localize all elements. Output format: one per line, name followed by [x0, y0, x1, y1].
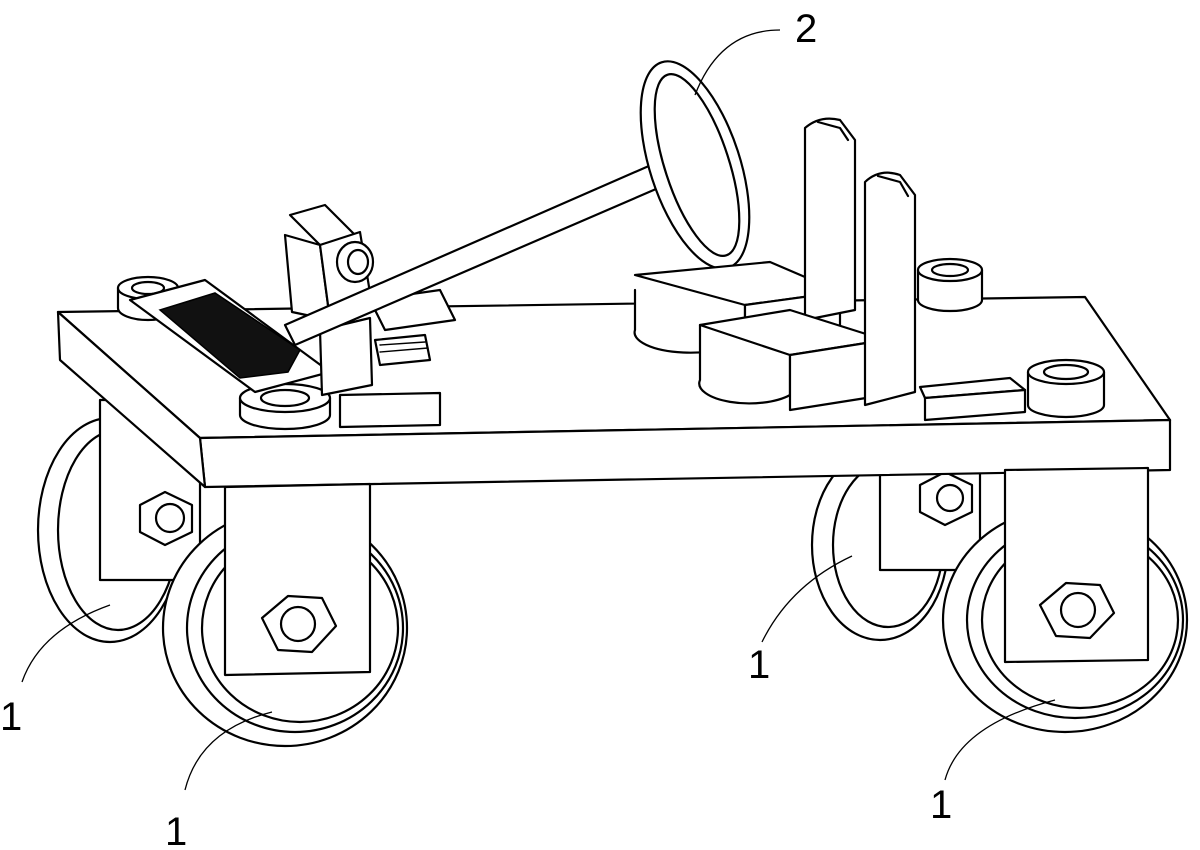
- leader-lines: [21, 29, 1056, 791]
- label-wheel-front-right: 1: [930, 783, 952, 827]
- label-steering-wheel: 2: [795, 7, 817, 51]
- front-left-wheel: [161, 482, 409, 748]
- right-small-block: [918, 376, 1027, 422]
- label-wheel-front-left: 1: [165, 810, 187, 850]
- steering-assembly: [283, 60, 751, 347]
- seat-front: [698, 171, 917, 412]
- brush-bar: [128, 278, 332, 394]
- label-wheel-back-left: 1: [0, 695, 22, 739]
- brush-bristles: [158, 292, 301, 379]
- rear-right-wheel: [810, 448, 982, 642]
- label-wheel-back-right: 1: [748, 643, 770, 687]
- platform-left-face: [56, 310, 207, 489]
- steering-wheel: [639, 60, 751, 270]
- right-bolt-back: [916, 257, 984, 313]
- right-bolt-front: [1026, 358, 1106, 419]
- left-bolt-front: [238, 382, 332, 431]
- front-right-wheel: [941, 466, 1189, 734]
